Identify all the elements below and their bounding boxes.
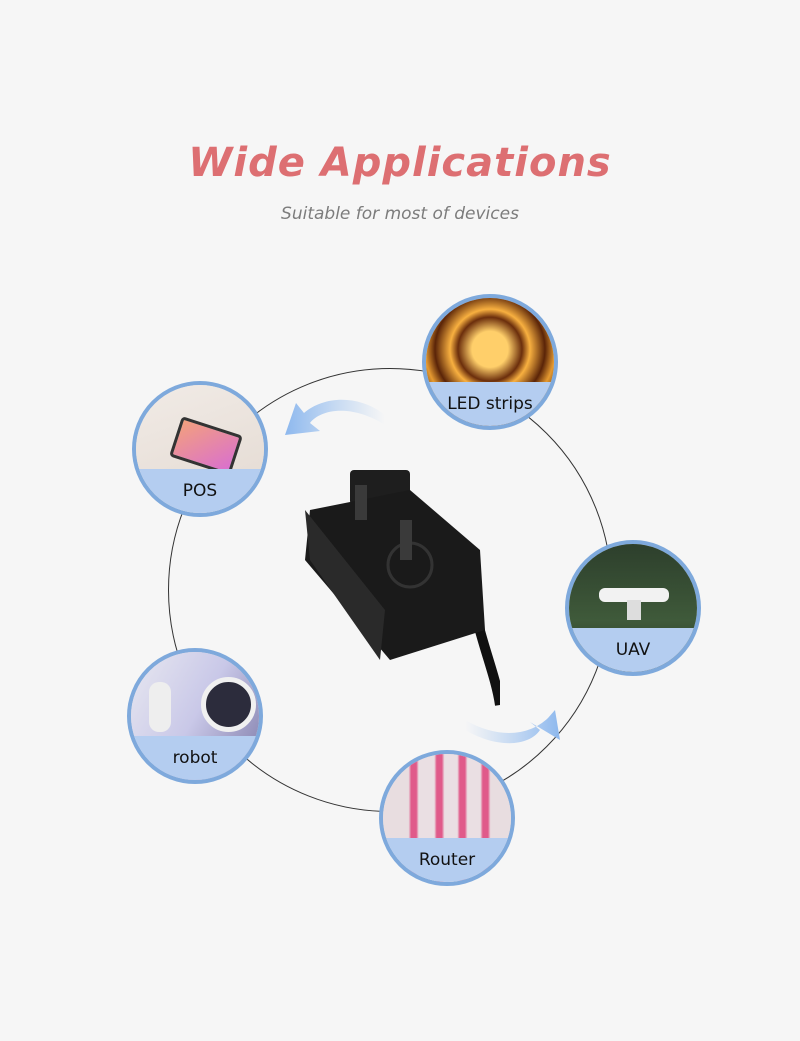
application-label: POS xyxy=(136,469,264,513)
arrow-left-icon xyxy=(285,399,385,435)
application-label: UAV xyxy=(569,628,697,672)
power-adapter-image xyxy=(305,470,500,706)
application-pos: POS xyxy=(132,381,268,517)
application-led-strips: LED strips xyxy=(422,294,558,430)
application-label: robot xyxy=(131,736,259,780)
application-label: Router xyxy=(383,838,511,882)
page-subtitle: Suitable for most of devices xyxy=(281,204,519,224)
application-label: LED strips xyxy=(426,382,554,426)
application-router: Router xyxy=(379,750,515,886)
page-title: Wide Applications xyxy=(188,140,612,186)
arrow-right-icon xyxy=(465,710,560,744)
application-uav: UAV xyxy=(565,540,701,676)
application-robot: robot xyxy=(127,648,263,784)
